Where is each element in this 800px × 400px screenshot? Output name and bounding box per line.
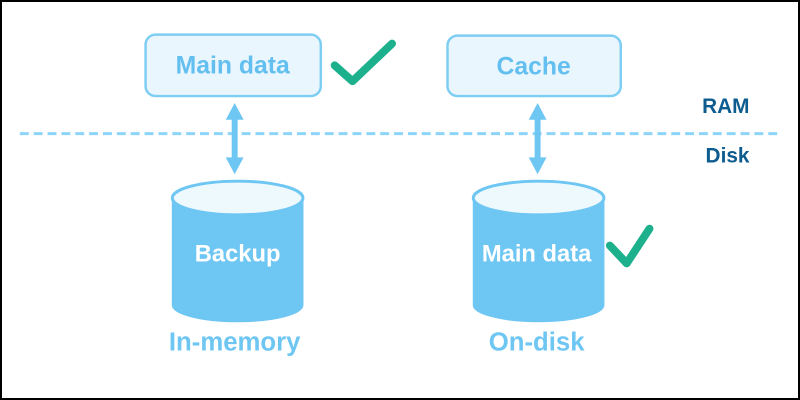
cylinder-top bbox=[170, 179, 305, 217]
in-memory-ram-box bbox=[144, 33, 323, 98]
in-memory-sync-arrow bbox=[225, 102, 244, 175]
checkmark-icon bbox=[605, 224, 654, 268]
checkmark-icon bbox=[330, 39, 397, 86]
arrow-down-head bbox=[528, 157, 547, 175]
arrow-up-head bbox=[225, 102, 244, 120]
backup-cylinder-label: Backup bbox=[195, 240, 281, 267]
ram-layer-label: RAM bbox=[702, 95, 749, 118]
on-disk-ram-box bbox=[446, 34, 623, 98]
main-data-cylinder: Main data bbox=[471, 179, 606, 323]
in-memory-ram-box-label: Main data bbox=[176, 52, 290, 79]
in-memory-caption: In-memory bbox=[169, 328, 301, 356]
on-disk-caption: On-disk bbox=[489, 328, 585, 356]
on-disk-ram-box-label: Cache bbox=[497, 53, 571, 80]
arrow-down-head bbox=[225, 157, 244, 175]
cylinder-body bbox=[472, 197, 605, 323]
cylinder-top bbox=[471, 179, 606, 217]
arrow-up-head bbox=[528, 102, 547, 120]
in-memory-column: Main data Backup In-memory bbox=[144, 33, 397, 356]
main-data-cylinder-label: Main data bbox=[482, 240, 592, 267]
disk-layer-label: Disk bbox=[706, 144, 750, 167]
backup-cylinder: Backup bbox=[170, 179, 305, 323]
cylinder-body bbox=[171, 197, 304, 323]
on-disk-sync-arrow bbox=[528, 102, 547, 175]
on-disk-column: Cache Main data On-disk bbox=[446, 34, 654, 356]
